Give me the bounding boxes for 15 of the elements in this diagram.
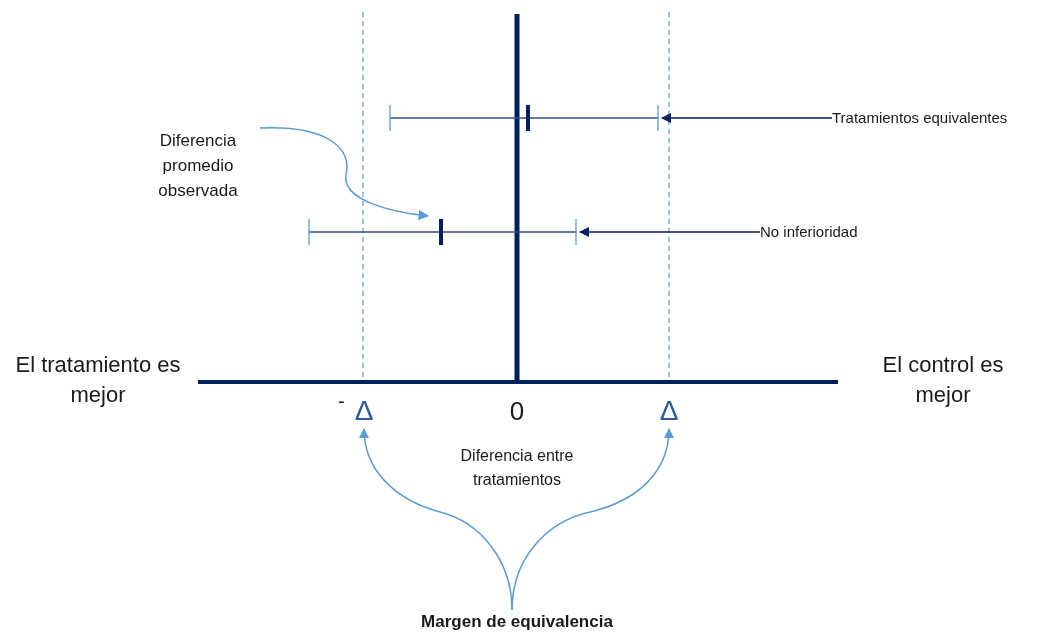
minus-sign: - — [338, 391, 345, 411]
annotation-text: No inferioridad — [760, 221, 900, 243]
callout-text: Margen de equivalencia — [400, 610, 634, 634]
arrow — [660, 112, 833, 124]
arrow — [578, 226, 761, 238]
annotation-text: Tratamientos equivalentes — [832, 107, 1056, 129]
axis-label: El control es mejor — [881, 351, 1005, 409]
arrow — [259, 127, 430, 221]
axis-label: Diferencia entre tratamientos — [459, 446, 575, 490]
margin-symbol: Δ — [352, 393, 376, 429]
axis-label: 0 — [508, 395, 526, 428]
axis-label: El tratamiento es mejor — [14, 351, 182, 409]
margin-symbol: Δ — [657, 393, 681, 429]
arrow — [511, 427, 674, 611]
callout-text: Diferencia promedio observada — [136, 128, 260, 208]
